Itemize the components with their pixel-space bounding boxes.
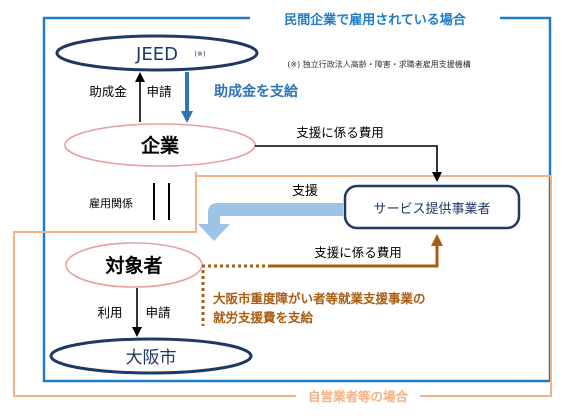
- city-label: 大阪市: [126, 348, 177, 368]
- osaka-payment-line1: 大阪市重度障がい者等就業支援事業の: [213, 291, 426, 306]
- city-node: [49, 337, 253, 375]
- employment-label: 雇用関係: [89, 196, 133, 210]
- osaka-payment-line2: 就労支援費を支給: [213, 310, 314, 325]
- employed-frame-title: 民間企業で雇用されている場合: [284, 12, 467, 28]
- jeed-note: (※) 独立行政法人高齢・障害・求職者雇用支援機構: [287, 59, 471, 69]
- provider-node: [343, 184, 521, 230]
- provider-label: サービス提供事業者: [373, 201, 490, 217]
- self-employed-frame: [13, 172, 552, 397]
- target-label: 対象者: [104, 254, 162, 277]
- cost-top-arrow: [255, 145, 442, 182]
- self-employed-frame-title: 自営業者等の場合: [308, 389, 409, 404]
- jeed-right-label: 申請: [146, 84, 171, 99]
- subsidy-label: 助成金を支給: [214, 83, 299, 100]
- city-right-label: 申請: [145, 305, 170, 320]
- cost-bottom-label: 支援に係る費用: [314, 245, 402, 260]
- jeed-mark: (※): [194, 50, 206, 58]
- support-label: 支援: [292, 184, 318, 199]
- support-arrow: [198, 203, 343, 241]
- jeed-left-label: 助成金: [89, 84, 127, 99]
- company-label: 企業: [140, 134, 180, 157]
- jeed-label: JEED: [135, 44, 178, 65]
- cost-top-label: 支援に係る費用: [296, 125, 384, 140]
- employed-frame: [42, 16, 552, 383]
- city-left-label: 利用: [97, 305, 122, 320]
- cost-bottom-arrow: [270, 234, 443, 268]
- jeed-node: [55, 34, 259, 72]
- company-node: [64, 123, 256, 167]
